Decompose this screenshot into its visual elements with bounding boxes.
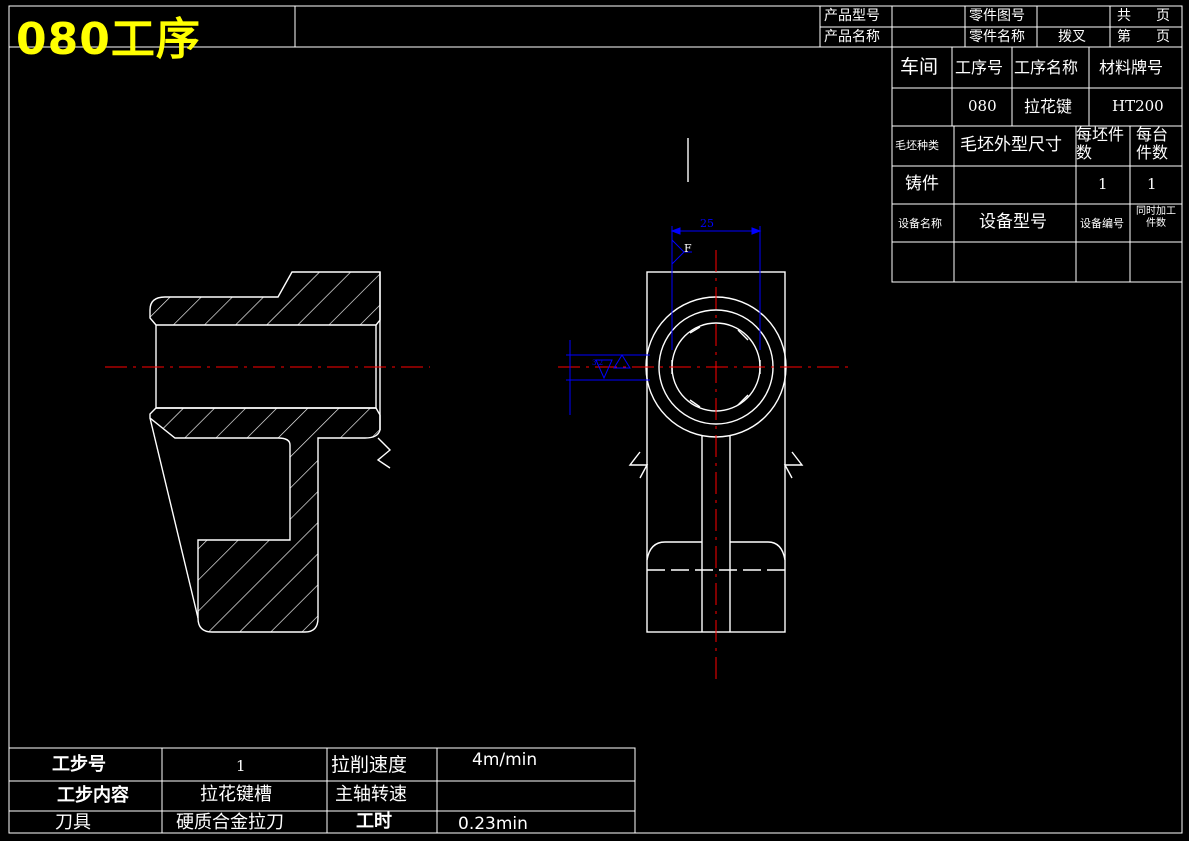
section-view <box>149 271 392 633</box>
page-title: 080工序 <box>16 14 201 65</box>
info-table-grid <box>891 46 1183 283</box>
step-content-label: 工步内容 <box>57 785 129 806</box>
equip-name-label: 设备名称 <box>898 217 942 230</box>
part-name-label: 零件名称 <box>969 29 1025 45</box>
process-name-label: 工序名称 <box>1014 58 1079 77</box>
step-content-value: 拉花键槽 <box>200 784 272 805</box>
equip-no-label: 设备编号 <box>1080 217 1124 230</box>
tool-value: 硬质合金拉刀 <box>176 812 284 833</box>
time-label: 工时 <box>356 811 392 832</box>
time-value: 0.23min <box>458 814 528 834</box>
process-no-label: 工序号 <box>955 58 1004 77</box>
part-name-value: 拨叉 <box>1058 29 1086 45</box>
cut-speed-label: 拉削速度 <box>331 754 408 776</box>
part-drawing-no-label: 零件图号 <box>969 8 1025 24</box>
step-table-grid <box>8 747 636 834</box>
process-name-value: 拉花键 <box>1024 97 1073 116</box>
process-no-value: 080 <box>968 97 997 115</box>
page-unit-2: 页 <box>1156 29 1170 45</box>
blank-type-value: 铸件 <box>905 174 939 194</box>
roughness-label: 3.2 <box>592 359 604 367</box>
spindle-speed-label: 主轴转速 <box>335 784 407 805</box>
per-blank-value: 1 <box>1098 175 1108 193</box>
product-name-label: 产品名称 <box>824 29 880 45</box>
step-no-value: 1 <box>236 757 246 775</box>
dim-width-label: 25 <box>700 217 714 230</box>
dimension-lines <box>566 226 762 415</box>
total-label: 共 <box>1117 8 1131 24</box>
workshop-label: 车间 <box>900 56 939 78</box>
material-value: HT200 <box>1112 97 1164 115</box>
material-label: 材料牌号 <box>1099 58 1164 77</box>
simultaneous-label: 同时加工件数 <box>1136 206 1176 229</box>
page-unit-1: 页 <box>1156 8 1170 24</box>
current-label: 第 <box>1117 29 1131 45</box>
equip-model-label: 设备型号 <box>979 212 1047 232</box>
blank-type-label: 毛坯种类 <box>895 139 939 152</box>
per-unit-value: 1 <box>1147 175 1157 193</box>
product-model-label: 产品型号 <box>824 8 880 24</box>
blank-size-label: 毛坯外型尺寸 <box>960 135 1062 155</box>
tool-label: 刀具 <box>55 812 91 833</box>
step-no-label: 工步号 <box>52 754 106 775</box>
cut-speed-value: 4m/min <box>472 750 538 770</box>
datum-label: F <box>684 242 692 255</box>
per-unit-label: 每台件数 <box>1136 125 1169 162</box>
per-blank-label: 每坯件数 <box>1076 125 1125 162</box>
